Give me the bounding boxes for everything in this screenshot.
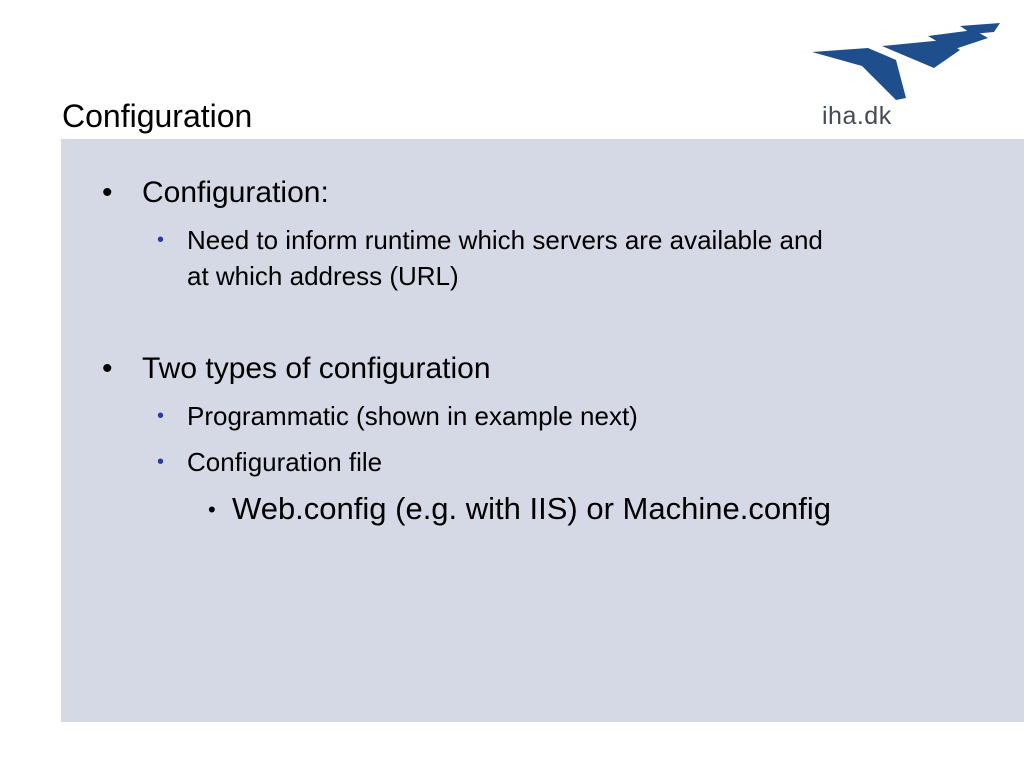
logo-text: iha.dk xyxy=(822,102,892,130)
bullet-text: Two types of configuration xyxy=(142,352,491,385)
sub-bullet-marker: • xyxy=(157,451,165,473)
sub-bullet-marker: • xyxy=(157,405,165,427)
content-area xyxy=(61,139,1024,722)
bullet-marker: • xyxy=(102,352,113,385)
bullet-text: Configuration: xyxy=(142,176,329,209)
sub-bullet-text-line: Need to inform runtime which servers are… xyxy=(187,225,823,255)
sub-bullet-text: Need to inform runtime which servers are… xyxy=(187,222,823,294)
slide-title: Configuration xyxy=(62,98,253,134)
sub-bullet-text-line: at which address (URL) xyxy=(187,261,459,291)
sub-sub-bullet-text: Web.config (e.g. with IIS) or Machine.co… xyxy=(232,491,832,526)
logo: iha.dk xyxy=(810,20,1010,136)
sub-bullet-text: Programmatic (shown in example next) xyxy=(187,401,638,431)
sub-sub-bullet-marker: • xyxy=(208,497,216,522)
iha-wing-logo-icon xyxy=(812,23,1000,100)
sub-bullet-text: Configuration file xyxy=(187,447,383,477)
bullet-marker: • xyxy=(102,176,113,209)
sub-bullet-marker: • xyxy=(157,229,165,251)
